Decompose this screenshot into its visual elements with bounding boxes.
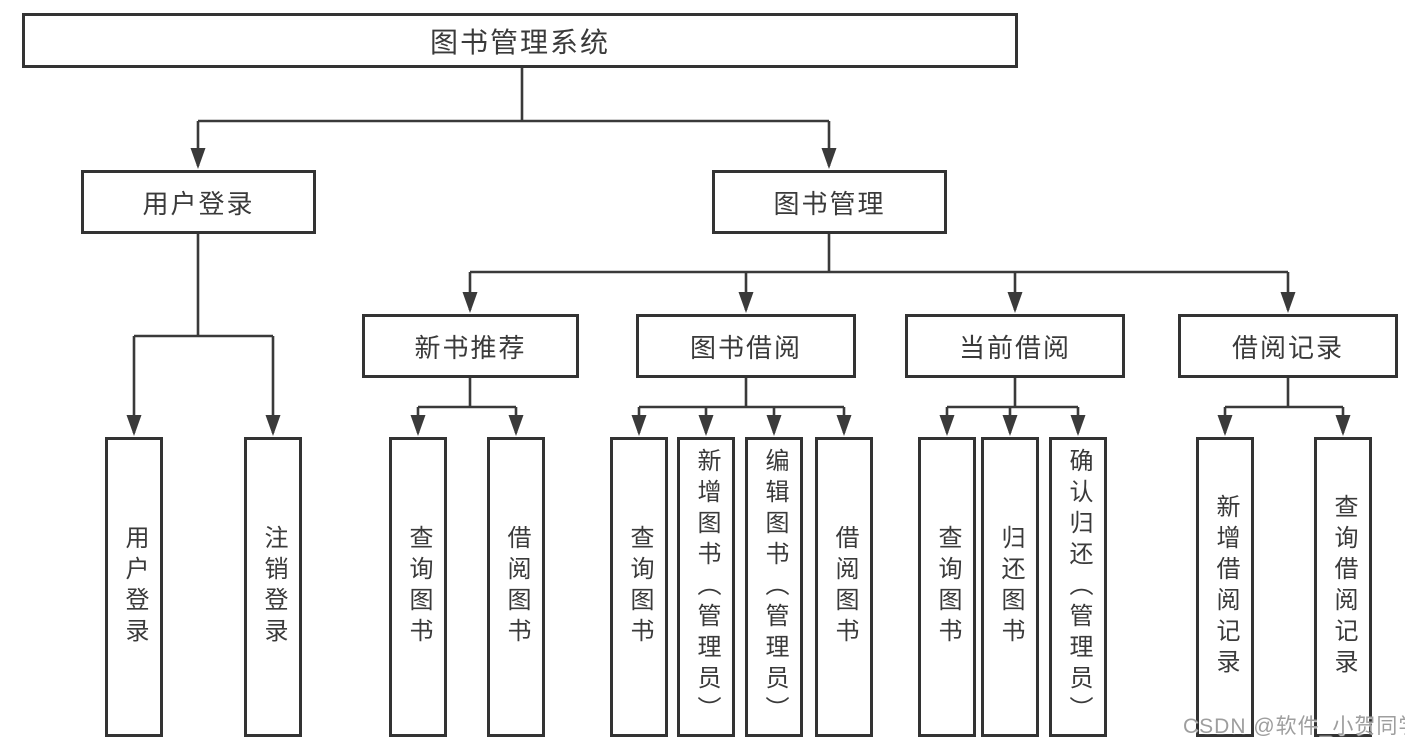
node-user-login: 用户登录 (81, 170, 316, 234)
node-borrowing-records: 借阅记录 (1178, 314, 1398, 378)
leaf-add-borrow-record: 新增借阅记录 (1196, 437, 1254, 737)
connector-borrow-branch (631, 378, 852, 436)
leaf-query-borrow-record: 查询借阅记录 (1314, 437, 1372, 737)
node-book-borrowing: 图书借阅 (636, 314, 856, 378)
leaf-edit-books-admin: 编辑图书（管理员） (745, 437, 803, 737)
leaf-user-login: 用户登录 (105, 437, 163, 737)
node-new-book-recommendation: 新书推荐 (362, 314, 579, 378)
connector-user-login-branch (126, 234, 281, 436)
connector-book-mgmt-to-level3 (462, 234, 1296, 313)
node-current-borrowing: 当前借阅 (905, 314, 1125, 378)
leaf-borrow-books-1: 借阅图书 (487, 437, 545, 737)
leaf-query-books-3: 查询图书 (918, 437, 976, 737)
connector-records-branch (1217, 378, 1351, 436)
leaf-query-books-1: 查询图书 (389, 437, 447, 737)
csdn-watermark: CSDN @软件_小贺同学 (1183, 715, 1405, 738)
connector-root-to-level2 (190, 68, 837, 169)
leaf-logout: 注销登录 (244, 437, 302, 737)
node-system-root: 图书管理系统 (22, 13, 1018, 68)
leaf-return-books: 归还图书 (981, 437, 1039, 737)
leaf-query-books-2: 查询图书 (610, 437, 668, 737)
connector-new-book-branch (410, 378, 524, 436)
leaf-confirm-return-admin: 确认归还（管理员） (1049, 437, 1107, 737)
leaf-add-books-admin: 新增图书（管理员） (677, 437, 735, 737)
connector-current-branch (939, 378, 1086, 436)
node-book-management: 图书管理 (712, 170, 947, 234)
leaf-borrow-books-2: 借阅图书 (815, 437, 873, 737)
